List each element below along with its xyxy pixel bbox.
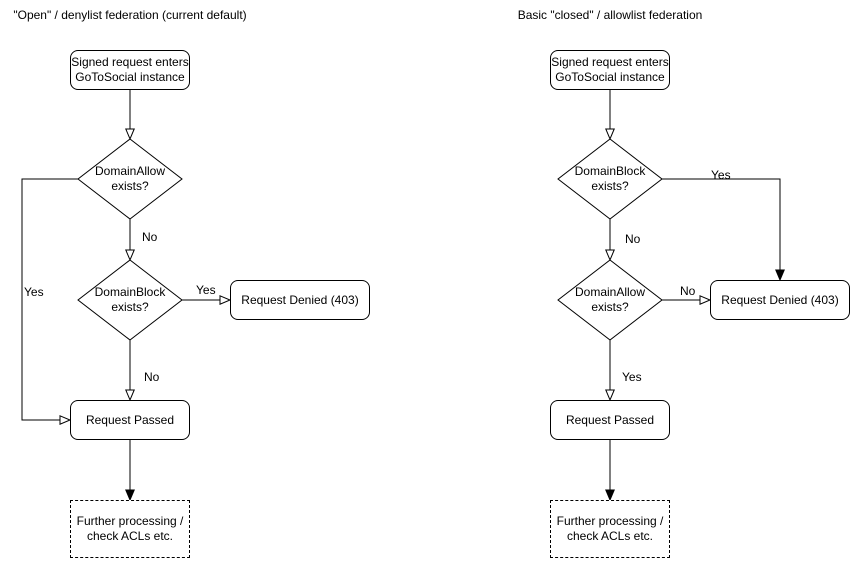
right-chart-title: Basic "closed" / allowlist federation xyxy=(517,8,703,22)
right-decision2-node: DomainAllow exists? xyxy=(574,285,646,314)
right-further-processing-node: Further processing / check ACLs etc. xyxy=(550,500,670,558)
right-denied-node: Request Denied (403) xyxy=(710,280,850,320)
right-start-node: Signed request enters GoToSocial instanc… xyxy=(550,50,670,90)
left-further-processing-node: Further processing / check ACLs etc. xyxy=(70,500,190,558)
right-decision1-yes-label: Yes xyxy=(711,168,731,182)
left-decision2-node: DomainBlock exists? xyxy=(94,285,166,314)
left-decision1-no-label: No xyxy=(142,230,158,244)
left-edge-decision1-yes-loop-to-passed xyxy=(21,178,78,425)
right-decision1-node: DomainBlock exists? xyxy=(574,164,646,193)
right-decision2-diamond-shape xyxy=(557,259,663,341)
left-decision1-yes-label: Yes xyxy=(24,285,44,299)
right-decision2-no-label: No xyxy=(680,284,696,298)
right-edge-decision1-yes-to-denied xyxy=(662,178,785,282)
left-decision2-diamond-shape xyxy=(77,259,183,341)
right-passed-node: Request Passed xyxy=(550,400,670,440)
right-decision1-diamond-shape xyxy=(557,138,663,220)
left-decision1-diamond-shape xyxy=(77,138,183,220)
left-decision2-no-label: No xyxy=(144,370,160,384)
left-chart-title: "Open" / denylist federation (current de… xyxy=(13,8,247,22)
left-decision1-node: DomainAllow exists? xyxy=(94,164,166,193)
left-decision2-yes-label: Yes xyxy=(196,283,216,297)
right-decision1-no-label: No xyxy=(625,232,641,246)
left-denied-node: Request Denied (403) xyxy=(230,280,370,320)
right-decision2-yes-label: Yes xyxy=(622,370,642,384)
left-passed-node: Request Passed xyxy=(70,400,190,440)
left-start-node: Signed request enters GoToSocial instanc… xyxy=(70,50,190,90)
